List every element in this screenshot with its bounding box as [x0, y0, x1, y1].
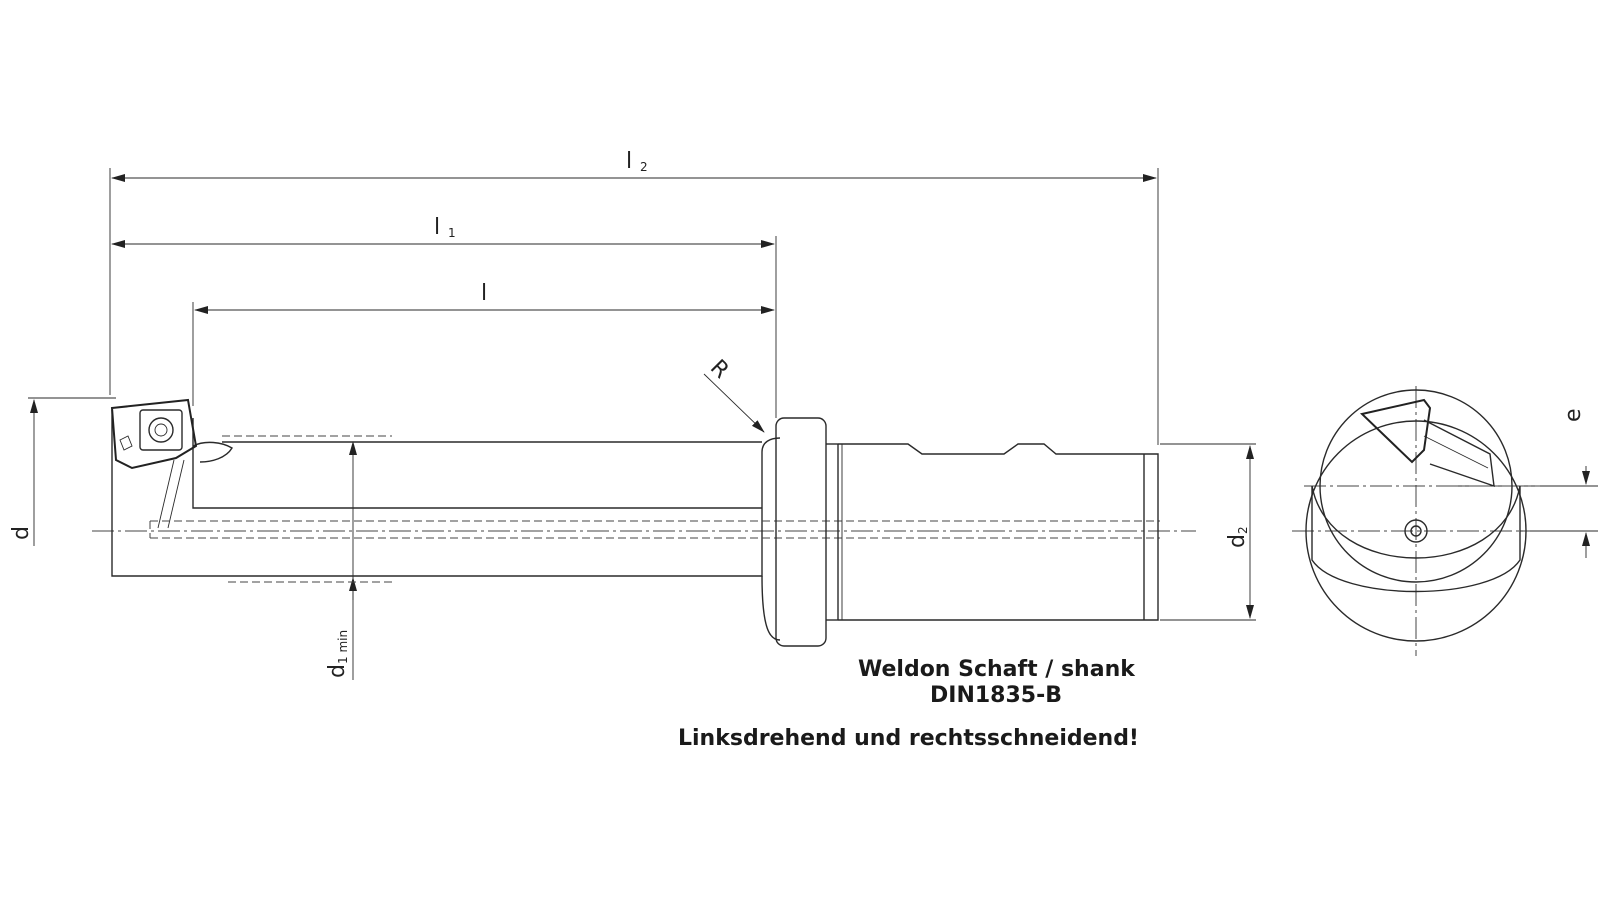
- shank-type-note-line2: DIN1835-B: [930, 683, 1062, 708]
- boring-bar-end-view: [1292, 386, 1540, 656]
- dimension-d2-sub: 2: [1236, 526, 1250, 534]
- dimension-d-label: d: [9, 526, 34, 540]
- dimension-l2: l 2: [109, 149, 1159, 445]
- dimension-e-label: e: [1561, 408, 1586, 422]
- dimension-l1: l 1: [111, 215, 777, 418]
- dimension-l2-label: l: [626, 149, 632, 174]
- dimension-e: e: [1440, 408, 1598, 558]
- dimension-l2-sub: 2: [640, 160, 648, 174]
- dimension-l1-label: l: [434, 215, 440, 240]
- shank-type-note-line1: Weldon Schaft / shank: [858, 657, 1135, 682]
- dimension-R: R: [703, 355, 765, 433]
- head-outline: [1319, 389, 1513, 583]
- boring-bar-side-view: [92, 398, 1196, 647]
- dimension-d1min-sub: 1 min: [336, 630, 350, 664]
- dimension-d: d: [9, 397, 116, 546]
- rotation-note: Linksdrehend und rechtsschneidend!: [678, 726, 1139, 751]
- dimension-d2: d 2: [1160, 443, 1256, 621]
- dimension-l1-sub: 1: [448, 226, 456, 240]
- dimension-l-label: l: [481, 281, 487, 306]
- dimension-l: l: [192, 281, 775, 406]
- coolant-outlet-icon: [1404, 519, 1428, 543]
- dimension-d2-label: d: [1225, 534, 1250, 548]
- insert-icon: [139, 409, 183, 451]
- torx-screw-icon: [148, 417, 174, 443]
- dimension-d1min-label: d: [325, 664, 350, 678]
- dimension-d1min: d 1 min: [325, 441, 357, 680]
- shank-outline: [1305, 420, 1527, 642]
